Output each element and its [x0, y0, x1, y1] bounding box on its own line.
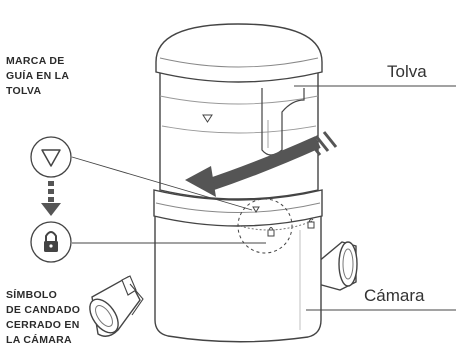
arrow-down-icon: [41, 181, 61, 216]
hopper: [153, 23, 323, 227]
chamber: [89, 214, 358, 343]
chamber-label: Cámara: [364, 286, 425, 305]
hopper-guide-mark: [252, 206, 260, 213]
alignment-area: [237, 198, 315, 254]
chamber-inlet-tube: [89, 275, 144, 337]
hopper-label: Tolva: [387, 62, 427, 81]
hopper-handle: [261, 88, 305, 156]
chamber-lock-symbol-caption: SÍMBOLO DE CANDADO CERRADO EN LA CÁMARA: [6, 288, 80, 348]
caption-line: MARCA DE: [6, 55, 65, 67]
caption-line: GUÍA EN LA: [6, 70, 70, 82]
leader-guide-mark: [71, 156, 253, 211]
curved-arrow-left-icon: [185, 131, 338, 197]
chamber-body: [154, 214, 322, 343]
caption-line: DE CANDADO: [6, 304, 81, 316]
leader-lines: [71, 85, 456, 311]
caption-line: SÍMBOLO: [6, 289, 58, 301]
hopper-lid: [155, 23, 323, 83]
chamber-lock-mark: [267, 227, 275, 237]
triangle-down-icon: [30, 136, 72, 178]
chamber-unlock-mark: [307, 218, 315, 229]
hopper-rim-band: [153, 189, 323, 227]
caption-line: CERRADO EN: [6, 319, 80, 331]
hopper-guide-mark-caption: MARCA DE GUÍA EN LA TOLVA: [6, 54, 69, 99]
chamber-side-port: [317, 241, 358, 291]
lock-closed-icon: [30, 221, 72, 263]
caption-line: LA CÁMARA: [6, 334, 72, 346]
caption-line: TOLVA: [6, 85, 42, 97]
